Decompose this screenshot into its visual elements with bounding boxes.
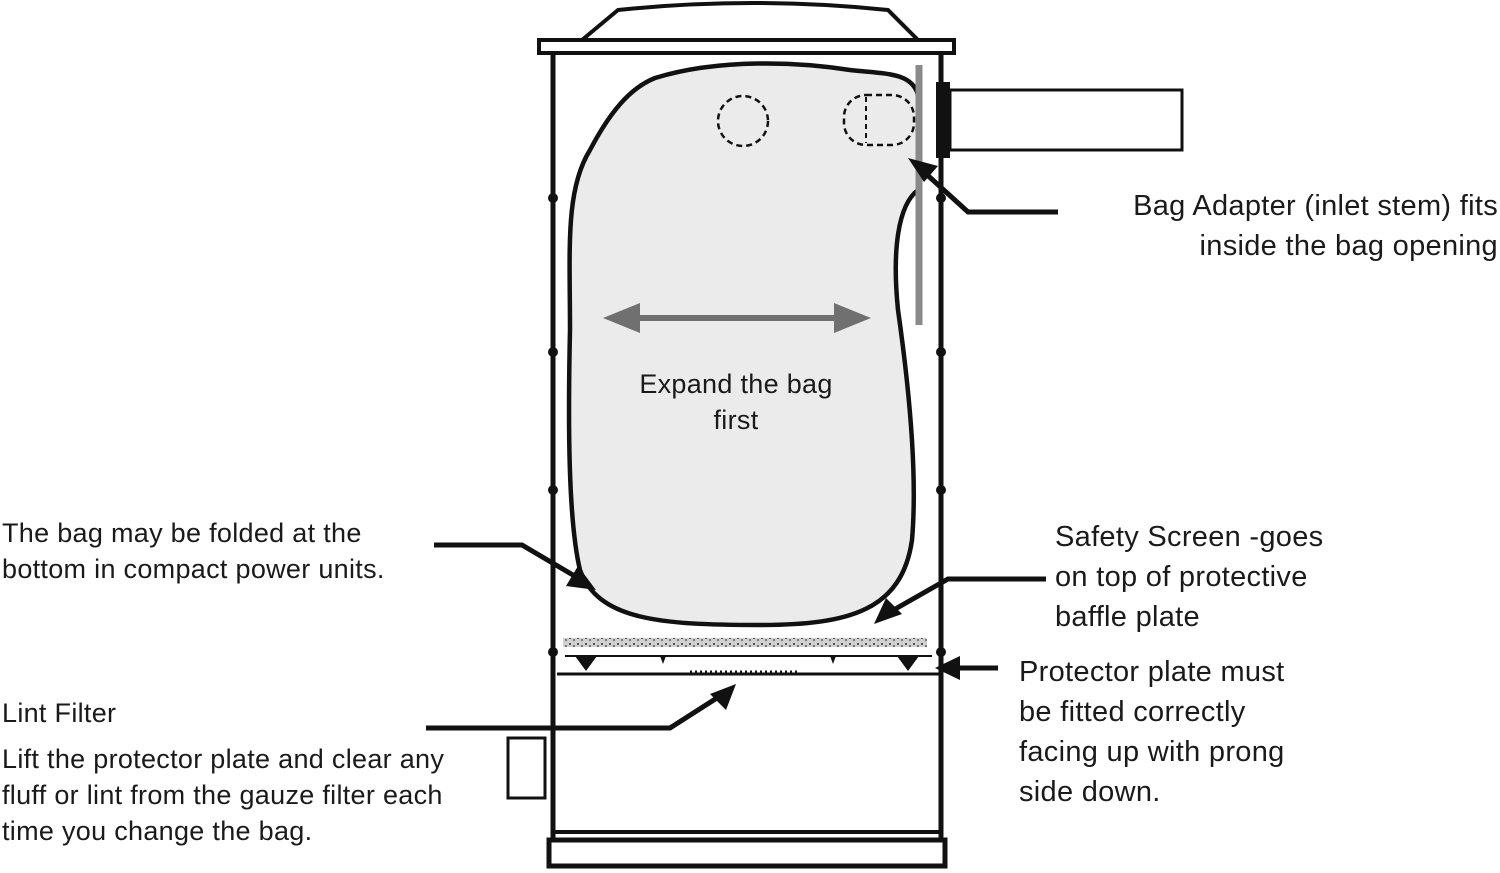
bag-adapter-pointer [908, 158, 1058, 215]
safety-screen-line-1: Safety Screen -goes [1055, 521, 1324, 553]
bag-folded-pointer [434, 542, 596, 590]
lid-rim [537, 38, 956, 55]
protector-plate-pointer [935, 656, 998, 680]
lint-filter-line-1: Lift the protector plate and clear any [2, 744, 445, 774]
expand-bag-label: Expand the bag first [616, 366, 856, 438]
expand-bag-line-2: first [713, 405, 759, 435]
safety-screen [563, 638, 927, 647]
safety-screen-label: Safety Screen -goes on top of protective… [1055, 517, 1323, 637]
bag-opening-dashed [716, 94, 770, 148]
lint-filter-heading: Lint Filter [2, 698, 117, 728]
lint-filter-pointer [426, 684, 736, 731]
bag-folded-line-2: bottom in compact power units. [2, 554, 385, 584]
protector-plate-line-1: Protector plate must [1019, 656, 1285, 688]
side-latch [506, 736, 547, 800]
lint-filter-line-3: time you change the bag. [2, 816, 313, 846]
protector-plate-line-2: be fitted correctly [1019, 696, 1246, 728]
bag-adapter-label: Bag Adapter (inlet stem) fits inside the… [1133, 186, 1498, 266]
protector-plate-line-3: facing up with prong [1019, 736, 1285, 768]
expand-bag-line-1: Expand the bag [639, 369, 833, 399]
safety-screen-line-2: on top of protective [1055, 561, 1308, 593]
inlet-pipe [948, 88, 1184, 152]
lid-dome [580, 1, 920, 42]
canister-base [546, 837, 948, 869]
dust-bag [566, 61, 921, 628]
plate-prongs [575, 656, 919, 671]
inlet-collar [936, 82, 950, 158]
expand-double-arrow [603, 303, 871, 333]
adapter-stem-dashed [842, 93, 916, 147]
lint-filter-line-2: fluff or lint from the gauze filter each [2, 780, 443, 810]
safety-screen-line-3: baffle plate [1055, 601, 1200, 633]
safety-screen-pointer [874, 576, 1046, 624]
bag-adapter-line-1: Bag Adapter (inlet stem) fits [1133, 190, 1498, 222]
bag-folded-label: The bag may be folded at the bottom in c… [2, 515, 385, 587]
protector-plate-label: Protector plate must be fitted correctly… [1019, 652, 1285, 812]
lint-filter-title: Lint Filter [2, 695, 116, 731]
protector-plate-line-4: side down. [1019, 776, 1161, 808]
bag-folded-line-1: The bag may be folded at the [2, 518, 362, 548]
lint-filter-body: Lift the protector plate and clear any f… [2, 741, 444, 849]
wall-notches [548, 193, 946, 657]
bag-adapter-line-2: inside the bag opening [1199, 230, 1498, 262]
